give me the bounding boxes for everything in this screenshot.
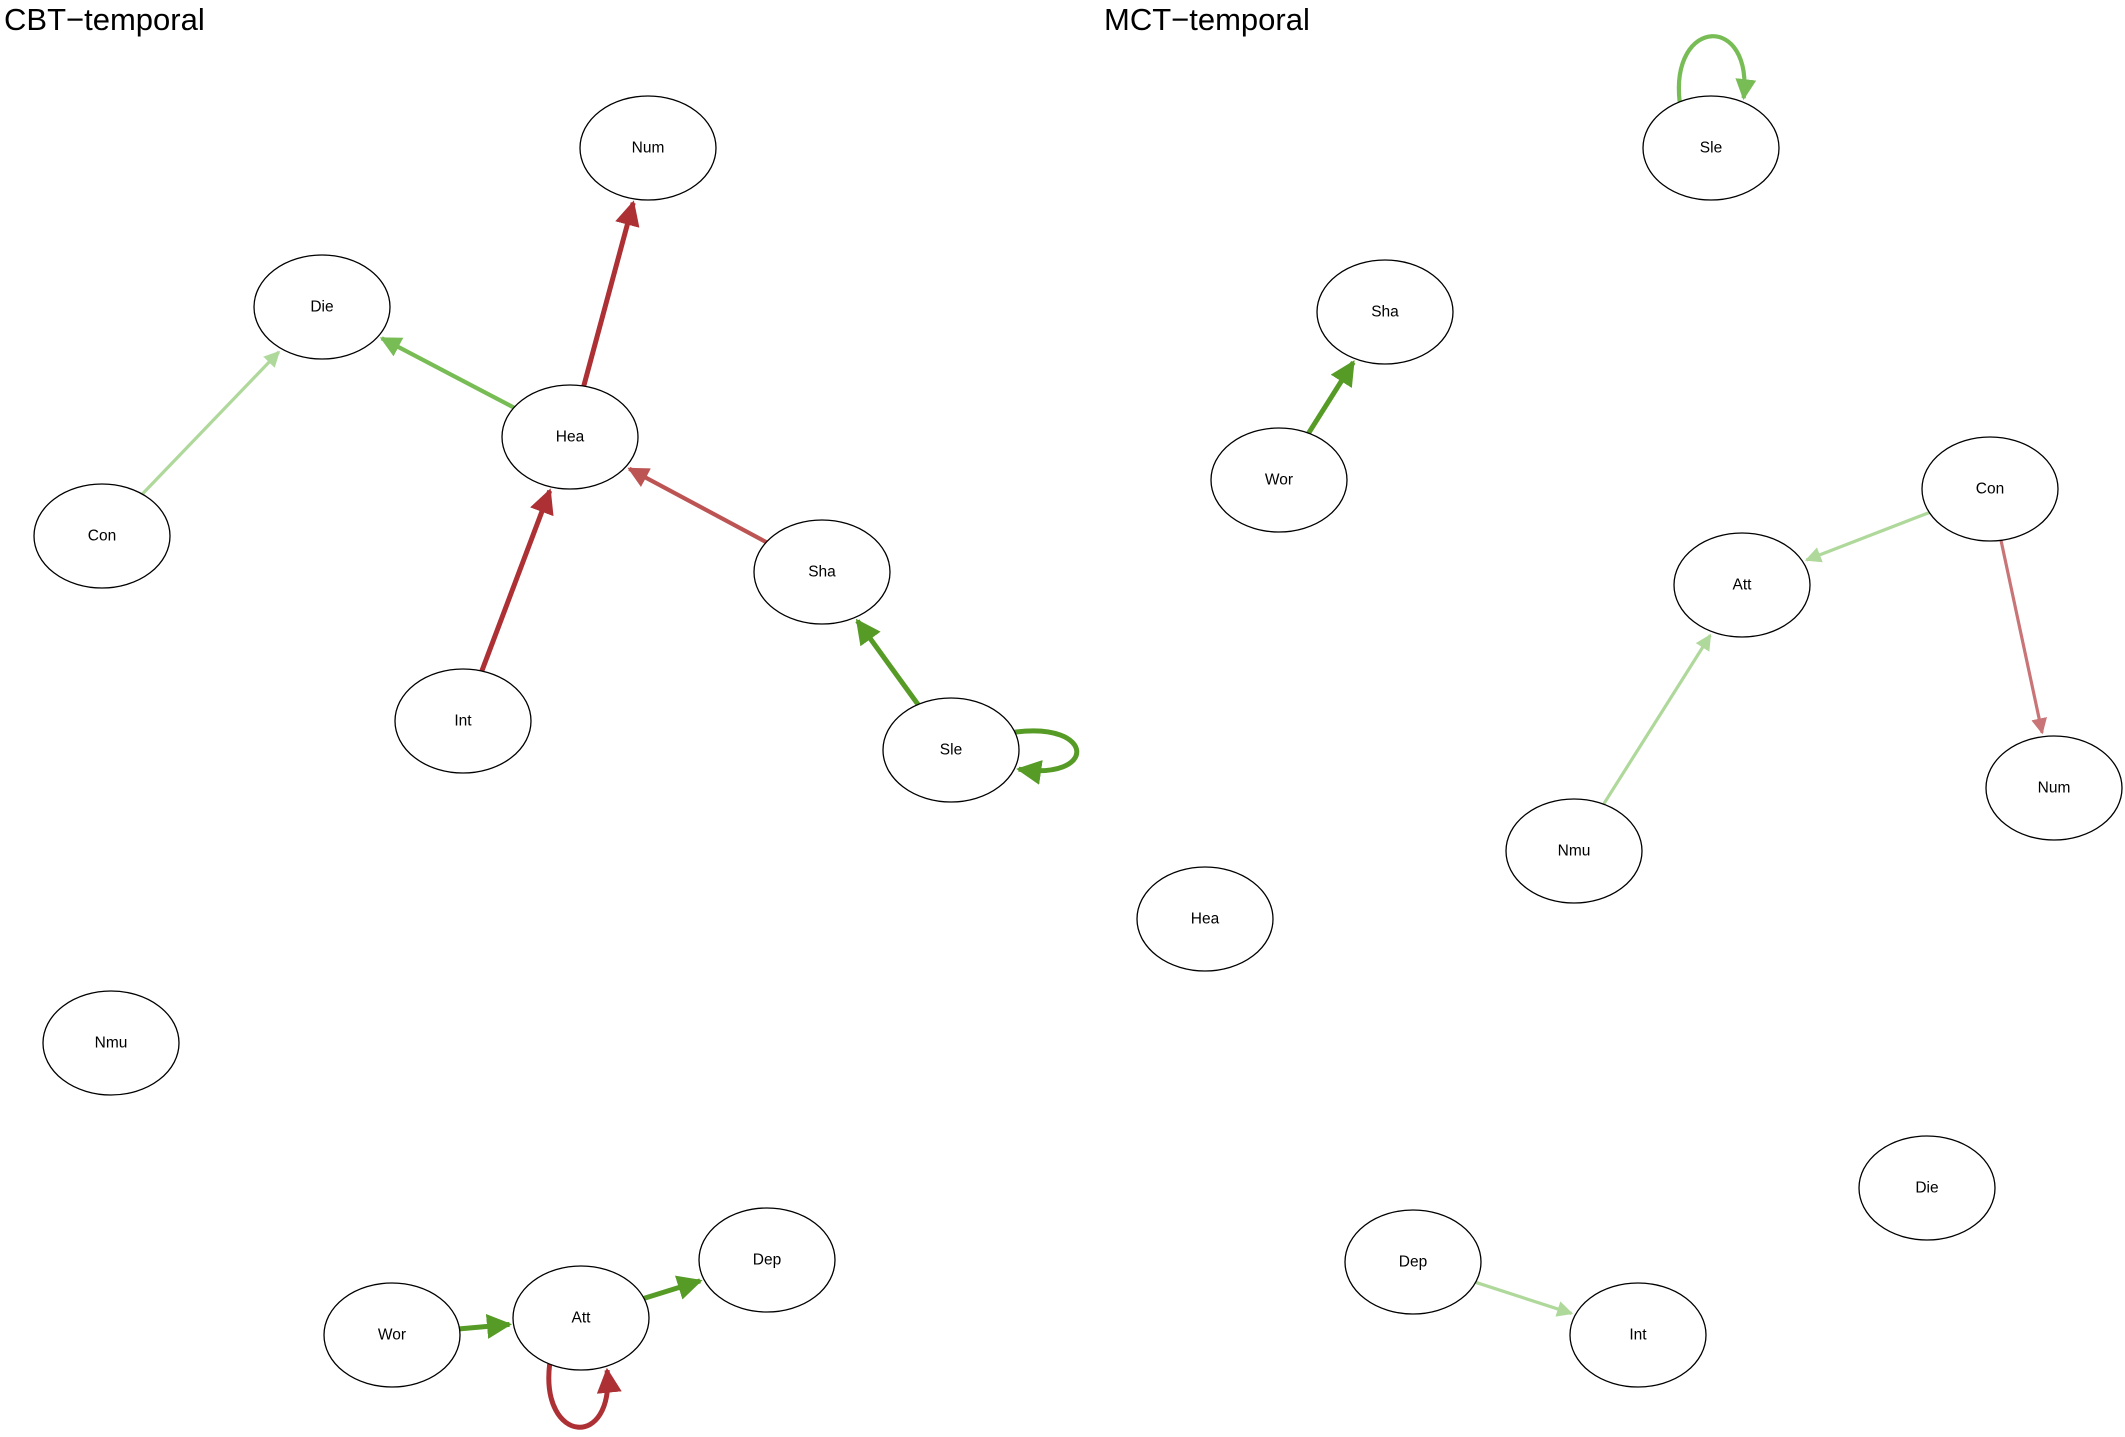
edge-cbt-con-to-die [141,350,281,496]
node-cbt-wor-label: Wor [378,1327,406,1344]
node-mct-sha-ellipse [1316,259,1454,365]
edge-cbt-att-to-dep [643,1275,703,1301]
node-cbt-att: Att [512,1265,650,1371]
edge-cbt-hea-to-num [581,200,640,387]
edge-mct-wor-to-sha [1306,360,1356,435]
node-mct-num-ellipse [1985,735,2123,841]
node-mct-wor-ellipse [1210,427,1348,533]
node-mct-dep: Dep [1344,1209,1482,1315]
node-mct-con: Con [1921,436,2059,542]
node-mct-wor-label: Wor [1265,472,1293,489]
nodes-layer: NumDieHeaConShaIntSleNmuDepWorAttSleShaW… [33,95,2123,1388]
node-cbt-sle-ellipse [882,697,1020,803]
node-cbt-sha-label: Sha [808,564,836,581]
node-cbt-nmu-label: Nmu [95,1035,128,1052]
node-cbt-con-label: Con [88,528,116,545]
node-mct-con-ellipse [1921,436,2059,542]
edge-mct-sle-to-sle [1676,34,1757,103]
node-mct-con-label: Con [1976,481,2004,498]
node-cbt-sle-label: Sle [940,742,962,759]
edge-cbt-sle-to-sha [855,618,921,706]
node-cbt-att-label: Att [572,1310,592,1327]
node-cbt-hea-ellipse [501,384,639,490]
node-mct-die: Die [1858,1135,1996,1241]
node-mct-hea-ellipse [1136,866,1274,972]
node-mct-sle-label: Sle [1700,140,1722,157]
node-cbt-hea-label: Hea [556,429,585,446]
node-cbt-int-label: Int [454,713,472,730]
node-cbt-die: Die [253,254,391,360]
edge-mct-con-to-att [1804,510,1930,563]
node-mct-att: Att [1673,532,1811,638]
node-cbt-sle: Sle [882,697,1020,803]
edges-layer [141,34,2047,1430]
node-cbt-int: Int [394,668,532,774]
node-cbt-dep-label: Dep [753,1252,781,1269]
panel-title-mct: MCT−temporal [1104,2,1310,37]
edge-cbt-att-to-att [546,1363,622,1430]
edge-mct-con-to-num [1999,539,2047,735]
node-cbt-con: Con [33,483,171,589]
node-cbt-wor-ellipse [323,1282,461,1388]
node-mct-die-label: Die [1915,1180,1938,1197]
node-mct-int-label: Int [1629,1327,1647,1344]
node-mct-num: Num [1985,735,2123,841]
node-cbt-num-label: Num [632,140,665,157]
node-mct-att-ellipse [1673,532,1811,638]
node-cbt-att-ellipse [512,1265,650,1371]
node-mct-die-ellipse [1858,1135,1996,1241]
node-cbt-die-label: Die [310,299,333,316]
node-mct-dep-ellipse [1344,1209,1482,1315]
node-cbt-con-ellipse [33,483,171,589]
node-cbt-die-ellipse [253,254,391,360]
node-mct-sha-label: Sha [1371,304,1399,321]
edge-cbt-sha-to-hea [627,466,768,545]
edge-mct-nmu-to-att [1602,633,1712,806]
node-cbt-dep: Dep [698,1207,836,1313]
edge-cbt-sle-to-sle [1014,728,1080,785]
node-mct-nmu: Nmu [1505,798,1643,904]
edge-cbt-wor-to-att [459,1313,512,1339]
node-cbt-sha: Sha [753,519,891,625]
node-mct-sle-ellipse [1642,95,1780,201]
node-mct-int: Int [1569,1282,1707,1388]
node-mct-att-label: Att [1733,577,1753,594]
node-cbt-sha-ellipse [753,519,891,625]
node-mct-sle: Sle [1642,95,1780,201]
node-mct-hea: Hea [1136,866,1274,972]
node-cbt-num: Num [579,95,717,201]
node-mct-nmu-label: Nmu [1558,843,1591,860]
edge-cbt-hea-to-die [379,336,515,410]
node-mct-hea-label: Hea [1191,911,1220,928]
panel-title-cbt: CBT−temporal [4,2,205,37]
node-cbt-dep-ellipse [698,1207,836,1313]
node-mct-num-label: Num [2038,780,2071,797]
node-mct-wor: Wor [1210,427,1348,533]
node-cbt-nmu: Nmu [42,990,180,1096]
node-cbt-int-ellipse [394,668,532,774]
node-mct-dep-label: Dep [1399,1254,1427,1271]
node-mct-nmu-ellipse [1505,798,1643,904]
node-cbt-hea: Hea [501,384,639,490]
edge-mct-dep-to-int [1475,1280,1574,1317]
node-cbt-wor: Wor [323,1282,461,1388]
node-mct-int-ellipse [1569,1282,1707,1388]
node-cbt-nmu-ellipse [42,990,180,1096]
node-mct-sha: Sha [1316,259,1454,365]
edge-cbt-int-to-hea [479,488,554,672]
node-cbt-num-ellipse [579,95,717,201]
